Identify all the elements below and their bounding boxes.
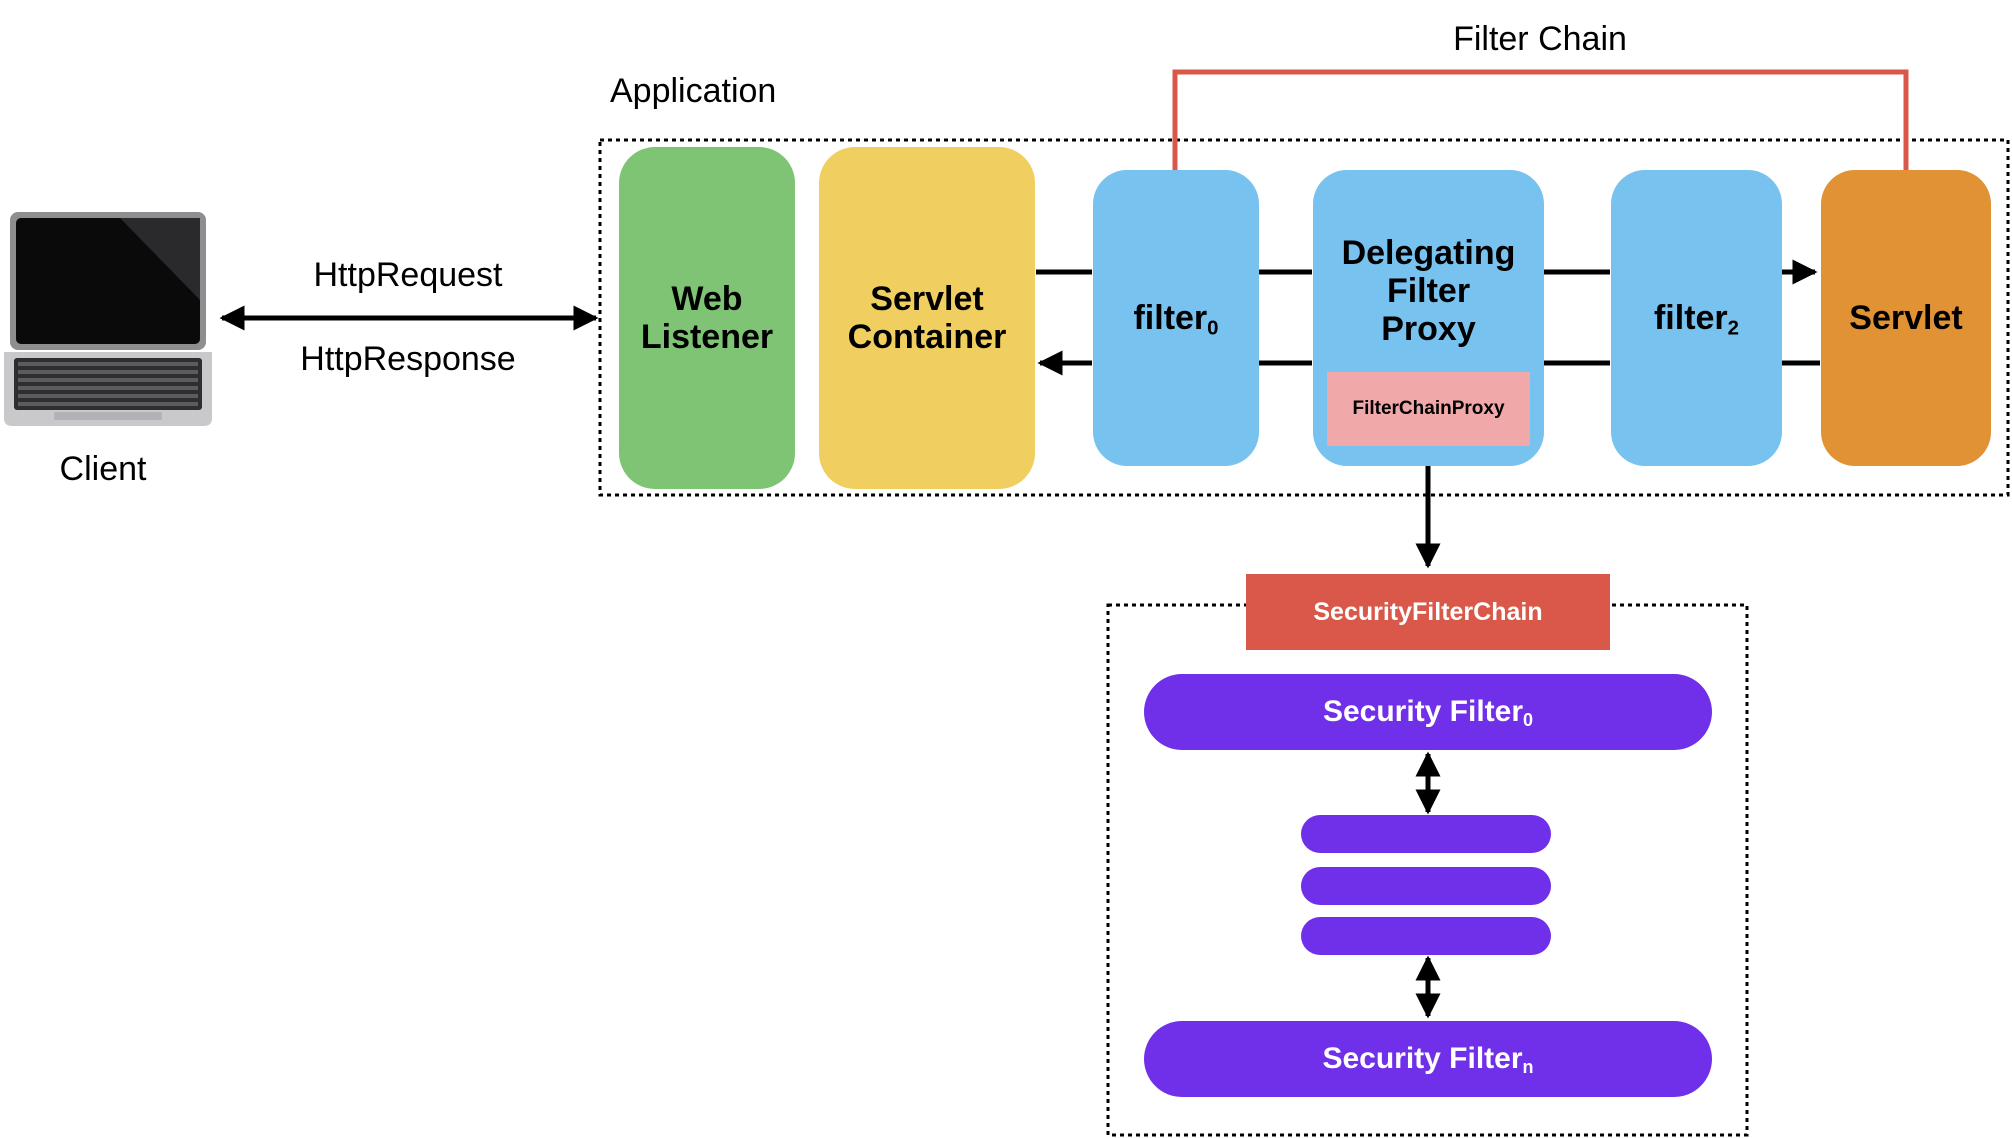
dfp-line3: Proxy	[1381, 310, 1476, 349]
servlet-container-line1: Servlet	[870, 279, 984, 318]
filter0-box: filter0	[1093, 170, 1259, 466]
security-filter-n-label: Security Filtern	[1322, 1042, 1534, 1078]
security-filter-middle-2	[1301, 867, 1551, 905]
web-listener-line2: Listener	[640, 318, 774, 356]
filter-chain-label: Filter Chain	[1453, 20, 1627, 58]
security-filter-middle-3	[1301, 917, 1551, 955]
security-filter-chain-boundary	[1106, 603, 1749, 1137]
filter-chain-bracket	[1172, 69, 1909, 170]
laptop-icon	[4, 212, 212, 426]
dfp-line2: Filter	[1386, 272, 1471, 311]
dfp-line1: Delegating	[1341, 234, 1516, 272]
http-request-label: HttpRequest	[313, 256, 503, 294]
client-label: Client	[59, 450, 147, 488]
security-filter-chain-header: SecurityFilterChain	[1246, 574, 1610, 650]
filter-chain-proxy-box: FilterChainProxy	[1327, 372, 1530, 446]
filter2-label: filter2	[1653, 298, 1740, 340]
filter2-box: filter2	[1611, 170, 1782, 466]
security-filter-0-label: Security Filter0	[1322, 695, 1534, 731]
servlet-container-line2: Container	[847, 318, 1007, 356]
security-filter-0: Security Filter0	[1144, 674, 1712, 750]
security-filter-n: Security Filtern	[1144, 1021, 1712, 1097]
filter0-label: filter0	[1133, 298, 1219, 340]
security-filter-middle-1	[1301, 815, 1551, 853]
web-listener-line1: Web	[671, 279, 743, 318]
http-response-label: HttpResponse	[300, 340, 516, 378]
application-label: Application	[610, 72, 777, 110]
application-boundary	[598, 138, 2010, 497]
servlet-box: Servlet	[1821, 170, 1991, 466]
